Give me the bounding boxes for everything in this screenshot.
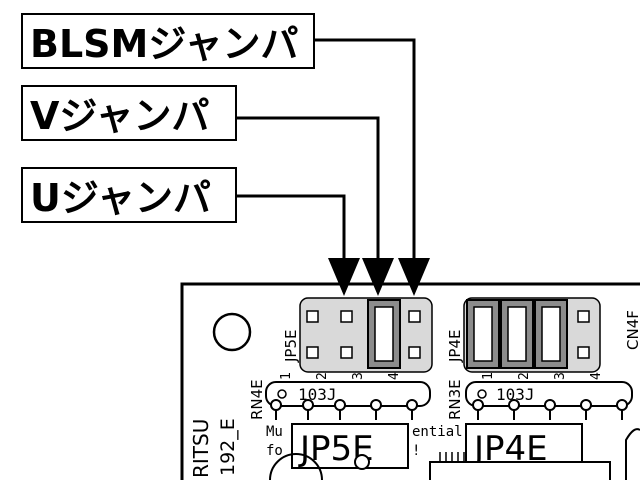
arrowhead-blsm	[398, 258, 430, 296]
jumper-cap-window	[374, 306, 394, 362]
jp4e-silk-label: JP4E	[446, 330, 464, 364]
arrowheads	[328, 258, 430, 296]
callout-u: Uジャンパ	[21, 167, 237, 223]
jumper-cap-window	[507, 306, 527, 362]
rn3e-pin-numbers: 1 2 3 4	[481, 372, 604, 380]
rn4e-pin1-dot	[277, 389, 287, 399]
silk-text-mu: Mu	[266, 424, 283, 440]
jp4e-pin	[577, 346, 590, 359]
rn4e-pin-numbers: 1 2 3 4	[279, 372, 402, 380]
pin-number: 4	[589, 372, 604, 380]
jp5e-pin	[340, 346, 353, 359]
callout-u-text: Uジャンパ	[30, 176, 211, 220]
leader-v	[236, 116, 380, 272]
callout-blsm-box	[21, 13, 315, 69]
rn3e-leads	[472, 399, 628, 420]
jp5e-label-box	[291, 423, 409, 469]
jumper-cap-window	[473, 306, 493, 362]
arrowhead-v	[362, 258, 394, 296]
partial-capacitor	[269, 453, 323, 480]
brand-fragment: RITSU	[189, 419, 213, 478]
rn4e-leads	[270, 399, 418, 420]
pcb-board: RITSU 192_E JP5E JP4E	[180, 282, 640, 480]
pin-number: 2	[315, 372, 330, 380]
pin-number: 1	[481, 372, 496, 380]
callout-blsm: BLSMジャンパ	[21, 13, 315, 69]
partial-via	[354, 454, 370, 470]
jp5e-pin	[306, 310, 319, 323]
chip-leads	[439, 452, 465, 462]
pin-number: 4	[387, 372, 402, 380]
jp5e-jumper-cap	[367, 299, 401, 369]
jp4e-label-box	[465, 423, 583, 469]
rn3e-value: 103J	[496, 385, 535, 404]
jp4e-pin	[577, 310, 590, 323]
jumper-cap-window	[541, 306, 561, 362]
jp5e-pin	[408, 310, 421, 323]
model-fragment: 192_E	[217, 418, 239, 476]
callout-v-text: Vジャンパ	[30, 94, 210, 138]
rn3e-pin1-dot	[477, 389, 487, 399]
leader-blsm	[314, 38, 416, 272]
jp5e-pins	[306, 310, 421, 359]
rn3e-silk-label: RN3E	[446, 379, 464, 420]
pin-number: 3	[351, 372, 366, 380]
mounting-hole	[212, 312, 252, 352]
pin-number: 2	[517, 372, 532, 380]
silk-text-ential: ential	[412, 424, 463, 440]
partial-component-right	[625, 428, 640, 480]
jp5e-pin	[408, 346, 421, 359]
jp5e-silk-label: JP5E	[282, 330, 300, 364]
silk-text-excl: !	[412, 443, 420, 459]
rn4e-body	[265, 381, 431, 407]
rn4e-silk-label: RN4E	[248, 379, 266, 420]
callout-v-box	[21, 85, 237, 141]
jp5e-pin	[306, 346, 319, 359]
jp4e-jumper-caps	[466, 299, 568, 369]
callout-blsm-text: BLSMジャンパ	[30, 22, 298, 66]
callout-v: Vジャンパ	[21, 85, 237, 141]
arrowhead-u	[328, 258, 360, 296]
jp4e-pins	[577, 310, 590, 359]
leader-lines	[236, 38, 416, 272]
jp5e-pin	[340, 310, 353, 323]
jp5e-header	[299, 297, 433, 373]
pin-number: 3	[553, 372, 568, 380]
partial-chip	[429, 461, 611, 480]
leader-u	[236, 194, 346, 272]
callout-u-box	[21, 167, 237, 223]
pin-number: 1	[279, 372, 294, 380]
cn4f-silk-label: CN4F	[624, 310, 640, 350]
silk-text-fo: fo	[266, 443, 283, 459]
pcb-edge	[180, 282, 640, 480]
